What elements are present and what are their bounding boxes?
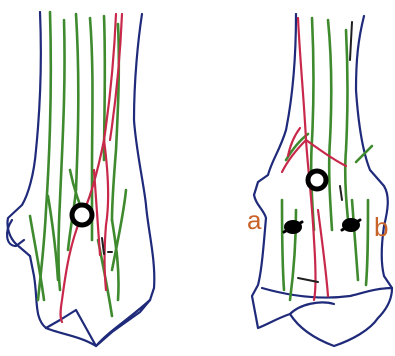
right-limb [252,14,392,346]
left-tendons [30,12,126,316]
right-marker-a [284,220,302,234]
right-marker-b [342,218,360,232]
label-b: b [374,214,388,240]
left-marker-ring [72,205,92,225]
right-limb-notch [290,302,334,314]
right-marker-ring-top [308,171,326,189]
left-limb-outline [7,12,154,346]
left-limb [7,12,154,346]
label-a: a [247,207,261,233]
